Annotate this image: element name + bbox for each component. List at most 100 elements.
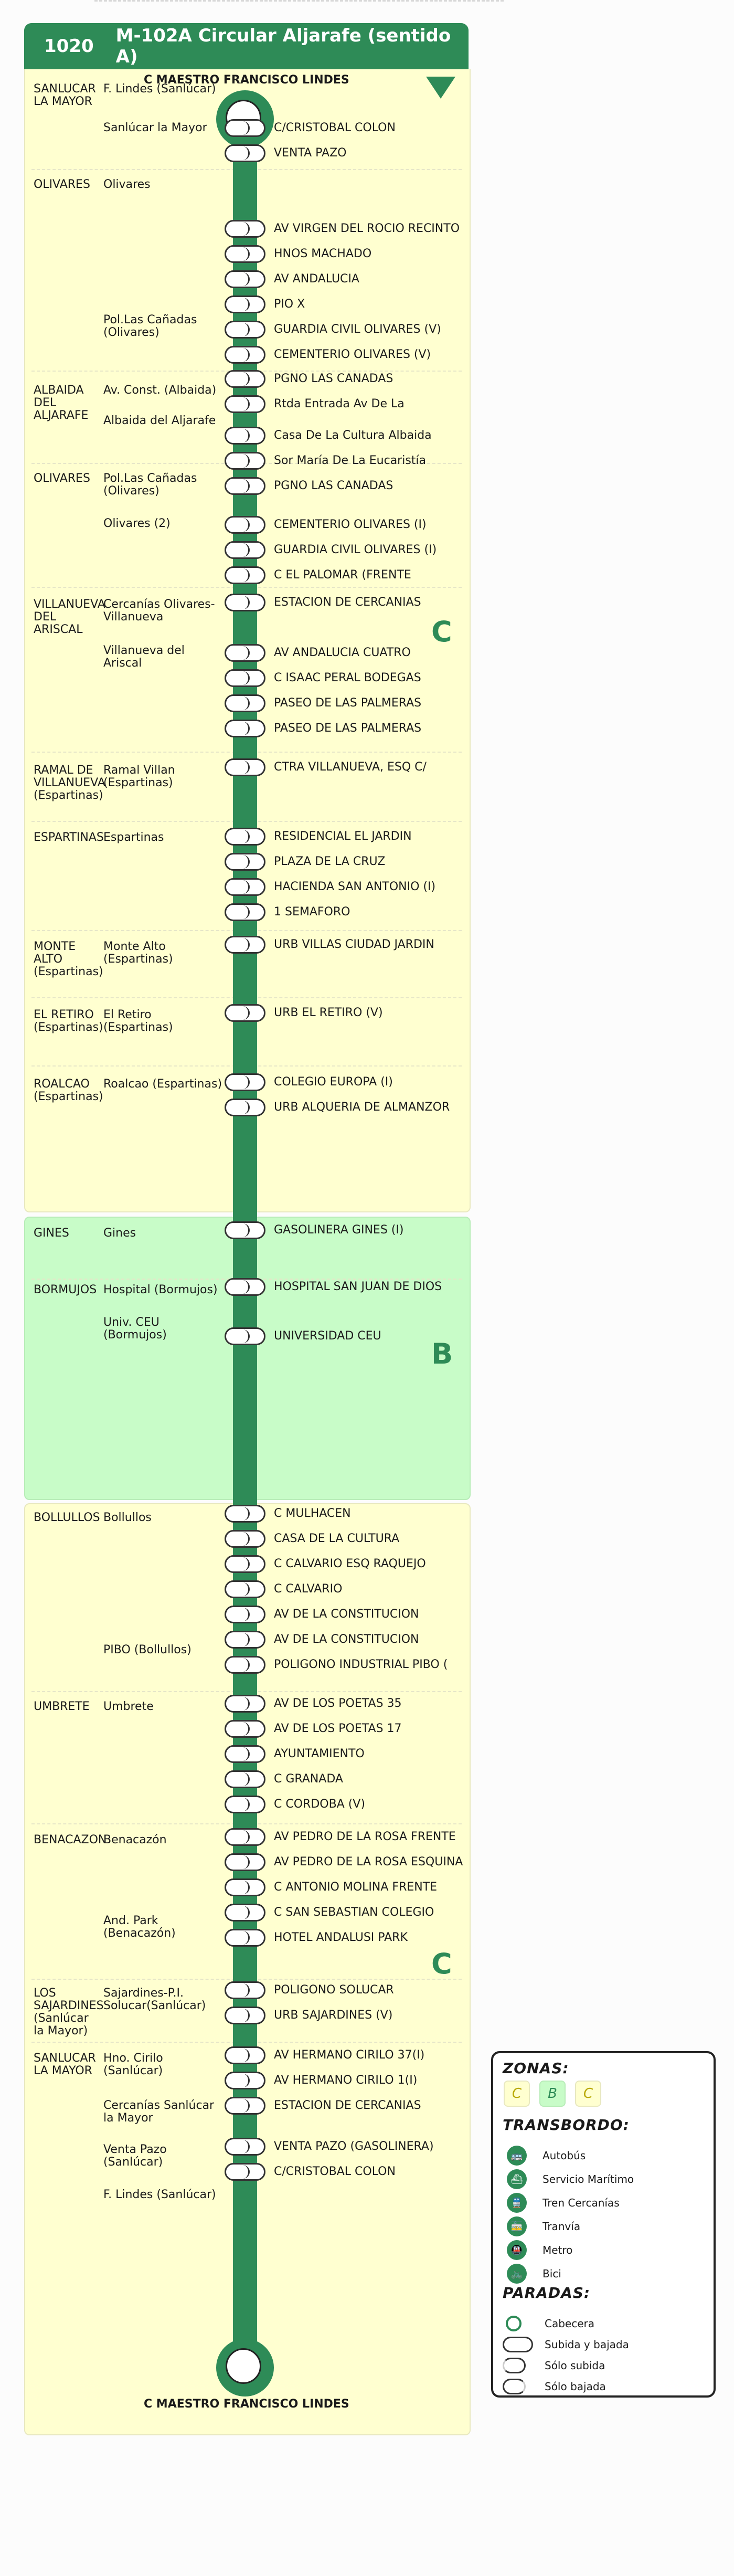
place-label: Sanlúcar la Mayor — [103, 121, 207, 134]
stop-marker[interactable] — [225, 936, 265, 954]
stop-marker[interactable] — [225, 1606, 265, 1623]
municipality-label: BORMUJOS — [34, 1283, 97, 1296]
stop-marker[interactable] — [225, 853, 265, 871]
terminus-end-marker[interactable] — [216, 2339, 274, 2396]
stop-name: AV ANDALUCIA CUATRO — [274, 646, 411, 659]
stop-name: HOTEL ANDALUSI PARK — [274, 1931, 408, 1944]
stop-name: C MULHACEN — [274, 1507, 351, 1520]
stop-marker[interactable] — [225, 541, 265, 559]
terminus-start-label: C MAESTRO FRANCISCO LINDES — [144, 73, 349, 87]
zone-letter-bottom: C — [431, 1947, 452, 1980]
stop-marker[interactable] — [225, 395, 265, 413]
stop-marker[interactable] — [225, 2046, 265, 2064]
stop-marker[interactable] — [225, 1720, 265, 1738]
stop-marker[interactable] — [225, 1853, 265, 1871]
stop-marker[interactable] — [225, 516, 265, 534]
place-label: Gines — [103, 1227, 136, 1240]
stop-marker[interactable] — [225, 1981, 265, 1999]
stop-marker[interactable] — [225, 828, 265, 846]
stop-marker[interactable] — [225, 1004, 265, 1022]
municipality-label: RAMAL DE VILLANUEVA (Espartinas) — [34, 764, 105, 802]
stop-marker[interactable] — [225, 1770, 265, 1788]
stop-name: URB ALQUERIA DE ALMANZOR — [274, 1101, 450, 1114]
terminus-end-label: C MAESTRO FRANCISCO LINDES — [144, 2398, 349, 2411]
municipality-label: MONTE ALTO (Espartinas) — [34, 940, 103, 978]
stop-name: AV DE LA CONSTITUCION — [274, 1608, 419, 1621]
stop-marker[interactable] — [225, 720, 265, 737]
stop-marker[interactable] — [225, 878, 265, 896]
stop-marker[interactable] — [225, 245, 265, 263]
stop-marker[interactable] — [225, 220, 265, 238]
municipality-label: SANLUCAR LA MAYOR — [34, 82, 96, 108]
legend-stop-label: Subida y bajada — [545, 2338, 629, 2351]
stop-marker[interactable] — [225, 1555, 265, 1573]
stop-marker[interactable] — [225, 2163, 265, 2181]
stop-marker[interactable] — [225, 1530, 265, 1548]
stop-marker[interactable] — [225, 644, 265, 662]
stop-marker[interactable] — [225, 694, 265, 712]
stop-marker[interactable] — [225, 321, 265, 339]
stop-marker[interactable] — [225, 452, 265, 470]
municipality-label: UMBRETE — [34, 1700, 90, 1713]
bike-icon: 🚲 — [507, 2264, 527, 2284]
stop-marker[interactable] — [225, 566, 265, 584]
stop-marker[interactable] — [225, 119, 265, 137]
stop-marker[interactable] — [225, 594, 265, 611]
stop-marker[interactable] — [225, 1656, 265, 1674]
stop-marker[interactable] — [225, 758, 265, 776]
stop-name: VENTA PAZO — [274, 146, 347, 160]
stop-marker[interactable] — [225, 669, 265, 687]
legend-transfer-row: 🚌Autobús — [503, 2146, 586, 2166]
place-label: F. Lindes (Sanlúcar) — [103, 2188, 216, 2201]
municipality-label: OLIVARES — [34, 472, 90, 485]
legend-transfer-title: TRANSBORDO: — [503, 2116, 630, 2134]
place-label: Benacazón — [103, 1833, 167, 1846]
legend-transfer-row: 🚇Metro — [503, 2240, 572, 2260]
stop-marker[interactable] — [225, 1796, 265, 1813]
legend-stop-row: Sólo bajada — [503, 2379, 606, 2394]
stop-name: C ISAAC PERAL BODEGAS — [274, 671, 421, 684]
stop-marker[interactable] — [225, 477, 265, 495]
municipality-label: VILLANUEVA DEL ARISCAL — [34, 598, 105, 636]
stop-marker[interactable] — [225, 2007, 265, 2024]
stop-marker[interactable] — [225, 1695, 265, 1713]
stop-marker[interactable] — [225, 1745, 265, 1763]
stop-name: AV HERMANO CIRILO 1(I) — [274, 2074, 418, 2087]
stop-name: URB EL RETIRO (V) — [274, 1006, 383, 1019]
stop-marker[interactable] — [225, 346, 265, 364]
stop-name: AV PEDRO DE LA ROSA FRENTE — [274, 1830, 456, 1843]
legend-transfer-label: Tranvía — [542, 2220, 581, 2233]
stop-marker[interactable] — [225, 2138, 265, 2156]
stop-marker[interactable] — [225, 1929, 265, 1947]
legend-stop-row: Sólo subida — [503, 2358, 605, 2373]
stop-marker[interactable] — [225, 1828, 265, 1846]
legend-transfer-label: Metro — [542, 2244, 573, 2256]
stop-marker[interactable] — [225, 2097, 265, 2115]
stop-marker[interactable] — [225, 1878, 265, 1896]
stop-name: URB SAJARDINES (V) — [274, 2009, 393, 2022]
stop-marker[interactable] — [225, 270, 265, 288]
municipality-label: SANLUCAR LA MAYOR — [34, 2052, 96, 2077]
stop-marker[interactable] — [225, 2072, 265, 2089]
place-label: Monte Alto (Espartinas) — [103, 940, 173, 966]
stop-marker[interactable] — [225, 1631, 265, 1649]
stop-marker[interactable] — [225, 1327, 265, 1345]
stop-marker[interactable] — [225, 295, 265, 313]
stop-name: HACIENDA SAN ANTONIO (I) — [274, 880, 436, 893]
place-label: Ramal Villan (Espartinas) — [103, 764, 175, 789]
stop-marker[interactable] — [225, 1099, 265, 1116]
stop-marker[interactable] — [225, 370, 265, 388]
place-label: Univ. CEU (Bormujos) — [103, 1316, 167, 1342]
stop-marker[interactable] — [225, 427, 265, 445]
stop-marker[interactable] — [225, 1073, 265, 1091]
stop-marker[interactable] — [225, 1221, 265, 1239]
legend-zone-b: B — [539, 2081, 566, 2107]
stop-marker[interactable] — [225, 1904, 265, 1922]
stop-marker[interactable] — [225, 1505, 265, 1523]
stop-marker[interactable] — [225, 1278, 265, 1296]
stop-marker[interactable] — [225, 903, 265, 921]
stop-marker[interactable] — [225, 144, 265, 162]
stop-type-icon — [503, 2358, 526, 2373]
stop-marker[interactable] — [225, 1580, 265, 1598]
stop-name: AV DE LA CONSTITUCION — [274, 1633, 419, 1646]
